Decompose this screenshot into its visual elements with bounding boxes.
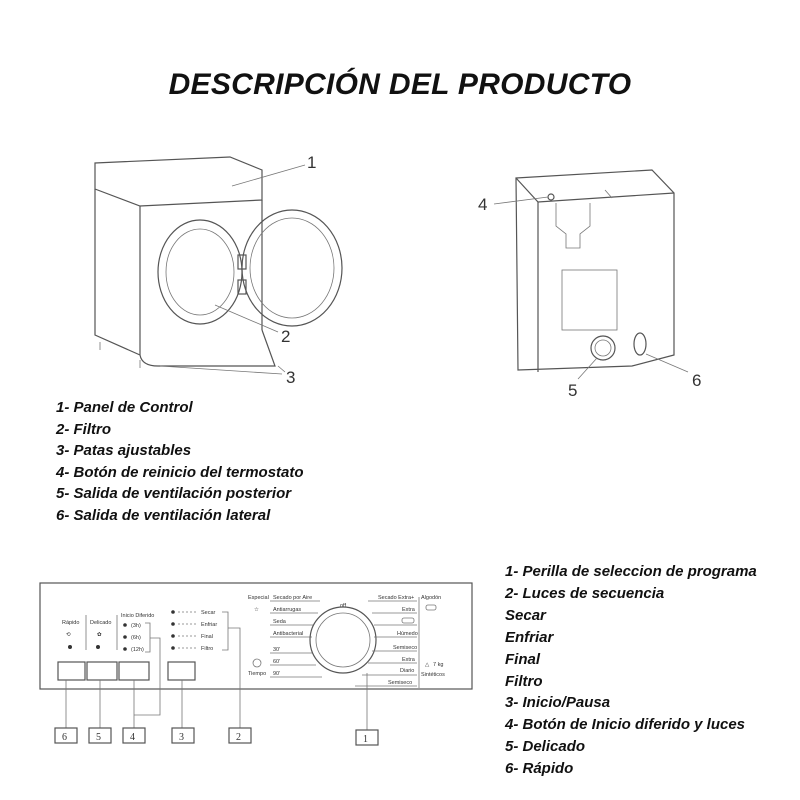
legend-item: 6- Salida de ventilación lateral xyxy=(56,506,271,524)
legend-item: 1- Perilla de seleccion de programa xyxy=(505,563,757,580)
inicio-diferido-button[interactable] xyxy=(118,661,150,681)
seq-enfriar: Enfriar xyxy=(201,622,217,628)
label-inicio-diferido: Inicio Diferido xyxy=(121,613,154,619)
program-diario: Diario xyxy=(400,668,414,674)
program-semiseco: Semiseco xyxy=(393,645,417,651)
program-antiarrugas: Antiarrugas xyxy=(273,607,301,613)
legend-item: 3- Patas ajustables xyxy=(56,442,192,459)
header-secado-extra: Secado Extra+ xyxy=(378,595,414,601)
box-4: 4 xyxy=(130,732,135,743)
page-title: DESCRIPCIÓN DEL PRODUCTO xyxy=(168,68,632,101)
delay-3h: (3h) xyxy=(131,623,141,629)
label-especial: Especial xyxy=(248,595,269,601)
box-6: 6 xyxy=(62,732,67,743)
box-2: 2 xyxy=(236,732,241,743)
legend-item: 5- Delicado xyxy=(505,738,586,756)
seq-final: Final xyxy=(201,634,213,640)
delay-12h: (12h) xyxy=(131,647,144,653)
knob-off-label: off xyxy=(340,603,346,609)
label-rapido: Rápido xyxy=(62,620,79,626)
program-extra: Extra xyxy=(402,607,416,613)
seq-filtro: Filtro xyxy=(201,646,213,652)
callout-3: 3 xyxy=(286,368,295,387)
delicado-button[interactable] xyxy=(86,661,118,681)
box-1: 1 xyxy=(363,734,368,745)
callout-1: 1 xyxy=(307,153,316,172)
legend-item: Secar xyxy=(505,606,546,624)
inicio-pausa-button[interactable] xyxy=(167,661,196,681)
legend-item: 2- Luces de secuencia xyxy=(505,584,665,602)
panel-legend: 1- Perilla de seleccion de programa 2- L… xyxy=(505,561,757,780)
control-panel-diagram: Rápido Delicado Inicio Diferido ⟲ ✿ (3h)… xyxy=(39,582,473,746)
callout-2: 2 xyxy=(281,327,290,346)
label-tiempo: Tiempo xyxy=(248,671,266,677)
header-secado-aire: Secado por Aire xyxy=(273,595,312,601)
dryer-front-illustration: 1 2 3 xyxy=(94,153,343,387)
program-antibacterial: Antibacterial xyxy=(273,631,303,637)
program-seda: Seda xyxy=(273,619,287,625)
star-icon: ☆ xyxy=(254,606,259,613)
rapido-button[interactable] xyxy=(57,661,86,681)
legend-item: 4- Botón de reinicio del termostato xyxy=(56,463,304,481)
program-knob[interactable] xyxy=(309,606,377,674)
callout-6: 6 xyxy=(692,371,701,390)
delay-6h: (6h) xyxy=(131,635,141,641)
callout-4: 4 xyxy=(478,195,487,214)
label-algodon: Algodón xyxy=(421,595,441,601)
icon-rapido: ⟲ xyxy=(66,632,71,638)
callout-5: 5 xyxy=(568,381,577,400)
seq-secar: Secar xyxy=(201,610,216,616)
legend-item: 4- Botón de Inicio diferido y luces xyxy=(505,716,746,734)
triangle-icon: △ xyxy=(425,662,430,668)
dryer-back-illustration: 4 5 6 xyxy=(478,169,701,400)
program-90: 90' xyxy=(273,671,280,677)
program-extra-2: Extra xyxy=(402,657,416,663)
legend-item: 5- Salida de ventilación posterior xyxy=(56,485,292,502)
parts-legend: 1- Panel de Control 2- Filtro 3- Patas a… xyxy=(56,397,304,526)
legend-item: Final xyxy=(505,650,541,668)
box-5: 5 xyxy=(96,732,101,743)
label-sinteticos: Sintéticos xyxy=(421,672,445,678)
program-30: 30' xyxy=(273,647,280,653)
legend-item: 1- Panel de Control xyxy=(56,399,193,416)
label-capacity: 7 kg xyxy=(433,662,443,668)
icon-delicado: ✿ xyxy=(97,631,102,638)
legend-item: Filtro xyxy=(505,672,543,690)
program-semiseco-2: Semiseco xyxy=(388,680,412,686)
program-60: 60' xyxy=(273,659,280,665)
box-3: 3 xyxy=(179,732,184,743)
program-humedo: Húmedo xyxy=(397,631,418,637)
legend-item: 3- Inicio/Pausa xyxy=(505,694,611,712)
label-delicado: Delicado xyxy=(90,620,111,626)
legend-item: 6- Rápido xyxy=(505,760,574,778)
legend-item: 2- Filtro xyxy=(56,420,111,438)
legend-item: Enfriar xyxy=(505,628,554,646)
